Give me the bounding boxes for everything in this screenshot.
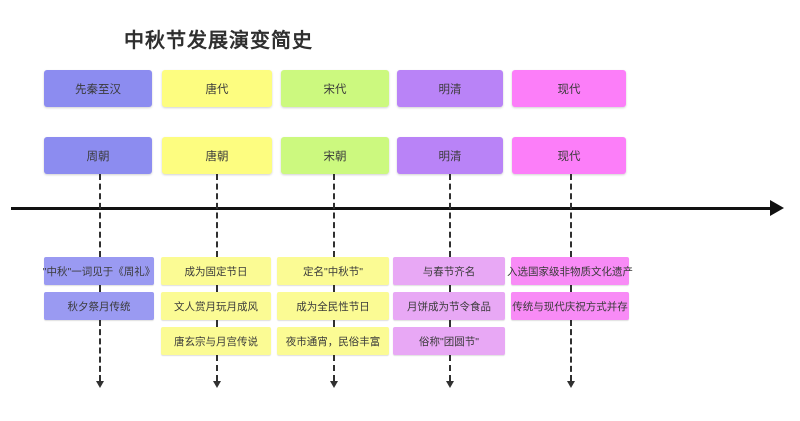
dashed-connector xyxy=(99,320,101,381)
dashed-connector xyxy=(99,285,101,292)
era-box-col-4[interactable]: 明清 xyxy=(397,70,503,107)
dynasty-box-col-3[interactable]: 宋朝 xyxy=(281,137,389,174)
dynasty-box-col-2[interactable]: 唐朝 xyxy=(162,137,272,174)
detail-box-col-3-1[interactable]: 定名"中秋节" xyxy=(277,257,389,285)
dashed-connector xyxy=(216,285,218,292)
dashed-connector xyxy=(216,174,218,257)
dashed-connector xyxy=(333,285,335,292)
dashed-connector xyxy=(570,285,572,292)
detail-box-col-4-2[interactable]: 月饼成为节令食品 xyxy=(393,292,505,320)
dashed-connector xyxy=(449,285,451,292)
era-box-col-1[interactable]: 先秦至汉 xyxy=(44,70,152,107)
dashed-connector xyxy=(333,320,335,327)
page-title: 中秋节发展演变简史 xyxy=(124,30,313,52)
dashed-connector xyxy=(570,174,572,257)
dashed-connector-arrow-icon xyxy=(213,381,221,388)
detail-box-col-1-2[interactable]: 秋夕祭月传统 xyxy=(44,292,154,320)
timeline-arrow-icon xyxy=(770,200,784,216)
dashed-connector xyxy=(216,355,218,381)
detail-box-col-4-1[interactable]: 与春节齐名 xyxy=(393,257,505,285)
detail-box-col-4-3[interactable]: 俗称"团圆节" xyxy=(393,327,505,355)
dynasty-box-col-4[interactable]: 明清 xyxy=(397,137,503,174)
timeline-axis-line xyxy=(11,207,773,210)
dashed-connector xyxy=(449,320,451,327)
dashed-connector xyxy=(216,320,218,327)
detail-box-col-3-2[interactable]: 成为全民性节日 xyxy=(277,292,389,320)
dashed-connector xyxy=(570,320,572,381)
dashed-connector-arrow-icon xyxy=(446,381,454,388)
detail-box-col-1-1[interactable]: "中秋"一词见于《周礼》 xyxy=(43,257,155,285)
dashed-connector-arrow-icon xyxy=(567,381,575,388)
dynasty-box-col-5[interactable]: 现代 xyxy=(512,137,626,174)
era-box-col-3[interactable]: 宋代 xyxy=(281,70,389,107)
dashed-connector xyxy=(333,174,335,257)
dashed-connector xyxy=(333,355,335,381)
detail-box-col-2-2[interactable]: 文人赏月玩月成风 xyxy=(161,292,271,320)
detail-box-col-3-3[interactable]: 夜市通宵，民俗丰富 xyxy=(277,327,389,355)
dynasty-box-col-1[interactable]: 周朝 xyxy=(44,137,152,174)
detail-box-col-5-1[interactable]: 入选国家级非物质文化遗产 xyxy=(507,257,633,285)
dashed-connector xyxy=(449,174,451,257)
detail-box-col-2-3[interactable]: 唐玄宗与月宫传说 xyxy=(161,327,271,355)
detail-box-col-5-2[interactable]: 传统与现代庆祝方式并存 xyxy=(511,292,629,320)
detail-box-col-2-1[interactable]: 成为固定节日 xyxy=(161,257,271,285)
dashed-connector-arrow-icon xyxy=(96,381,104,388)
era-box-col-5[interactable]: 现代 xyxy=(512,70,626,107)
dashed-connector xyxy=(99,174,101,257)
dashed-connector xyxy=(449,355,451,381)
dashed-connector-arrow-icon xyxy=(330,381,338,388)
era-box-col-2[interactable]: 唐代 xyxy=(162,70,272,107)
